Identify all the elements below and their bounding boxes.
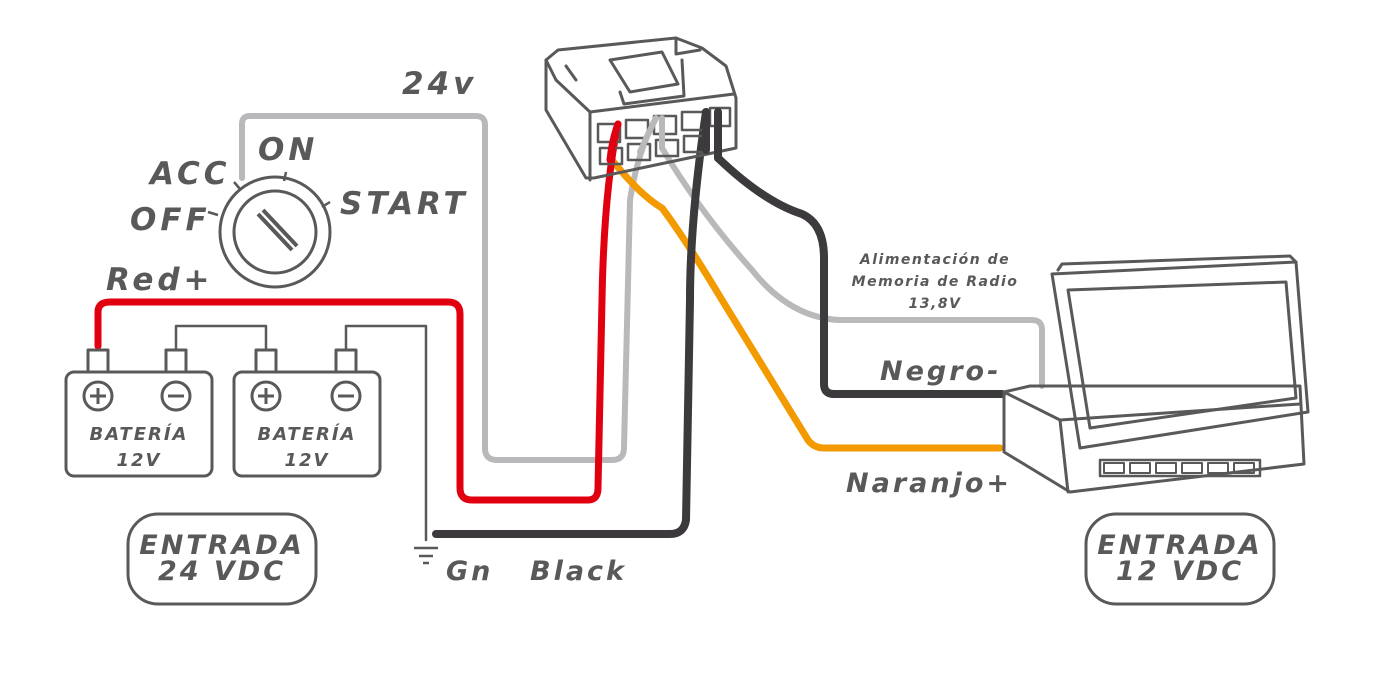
- memory-label-line3: 13,8V: [909, 296, 962, 312]
- battery-voltage-2: 12V: [285, 450, 330, 471]
- battery-label-2: BATERÍA: [258, 423, 357, 445]
- label-start: START: [340, 186, 469, 222]
- entrada-12-voltage: 12 VDC: [1116, 556, 1244, 587]
- battery-link-wire: [174, 324, 268, 350]
- label-naranjo: Naranjo+: [846, 468, 1012, 499]
- battery-voltage-1: 12V: [117, 450, 162, 471]
- label-black: Black: [530, 556, 627, 587]
- entrada-24-badge: [126, 512, 318, 606]
- battery-label-1: BATERÍA: [90, 423, 189, 445]
- entrada-12-badge: [1084, 512, 1276, 606]
- black-ground-wire: [432, 108, 710, 538]
- entrada-12-label: ENTRADA: [1097, 530, 1262, 561]
- entrada-24-voltage: 24 VDC: [158, 556, 286, 587]
- label-negro: Negro-: [880, 356, 1001, 387]
- red-wire: [94, 120, 622, 504]
- battery-icon: [232, 348, 382, 478]
- label-on: ON: [258, 132, 318, 168]
- black-negro-wire: [714, 154, 1006, 398]
- label-gn: Gn: [446, 556, 493, 587]
- memory-label-line1: Alimentación de: [859, 252, 1010, 268]
- label-off: OFF: [130, 202, 211, 238]
- label-red-plus: Red+: [106, 262, 214, 298]
- label-24v: 24v: [402, 66, 477, 102]
- entrada-24-label: ENTRADA: [139, 530, 304, 561]
- memory-label-line2: Memoria de Radio: [852, 274, 1019, 290]
- gray-wire-end: [637, 115, 659, 155]
- label-acc: ACC: [147, 156, 231, 192]
- ignition-switch-icon: [207, 171, 332, 289]
- ground-icon: [414, 546, 438, 565]
- battery-icon: [64, 348, 214, 478]
- red-wire-end: [606, 120, 622, 164]
- battery-ground-wire: [344, 324, 428, 542]
- radio-head-unit-icon: [1002, 254, 1310, 494]
